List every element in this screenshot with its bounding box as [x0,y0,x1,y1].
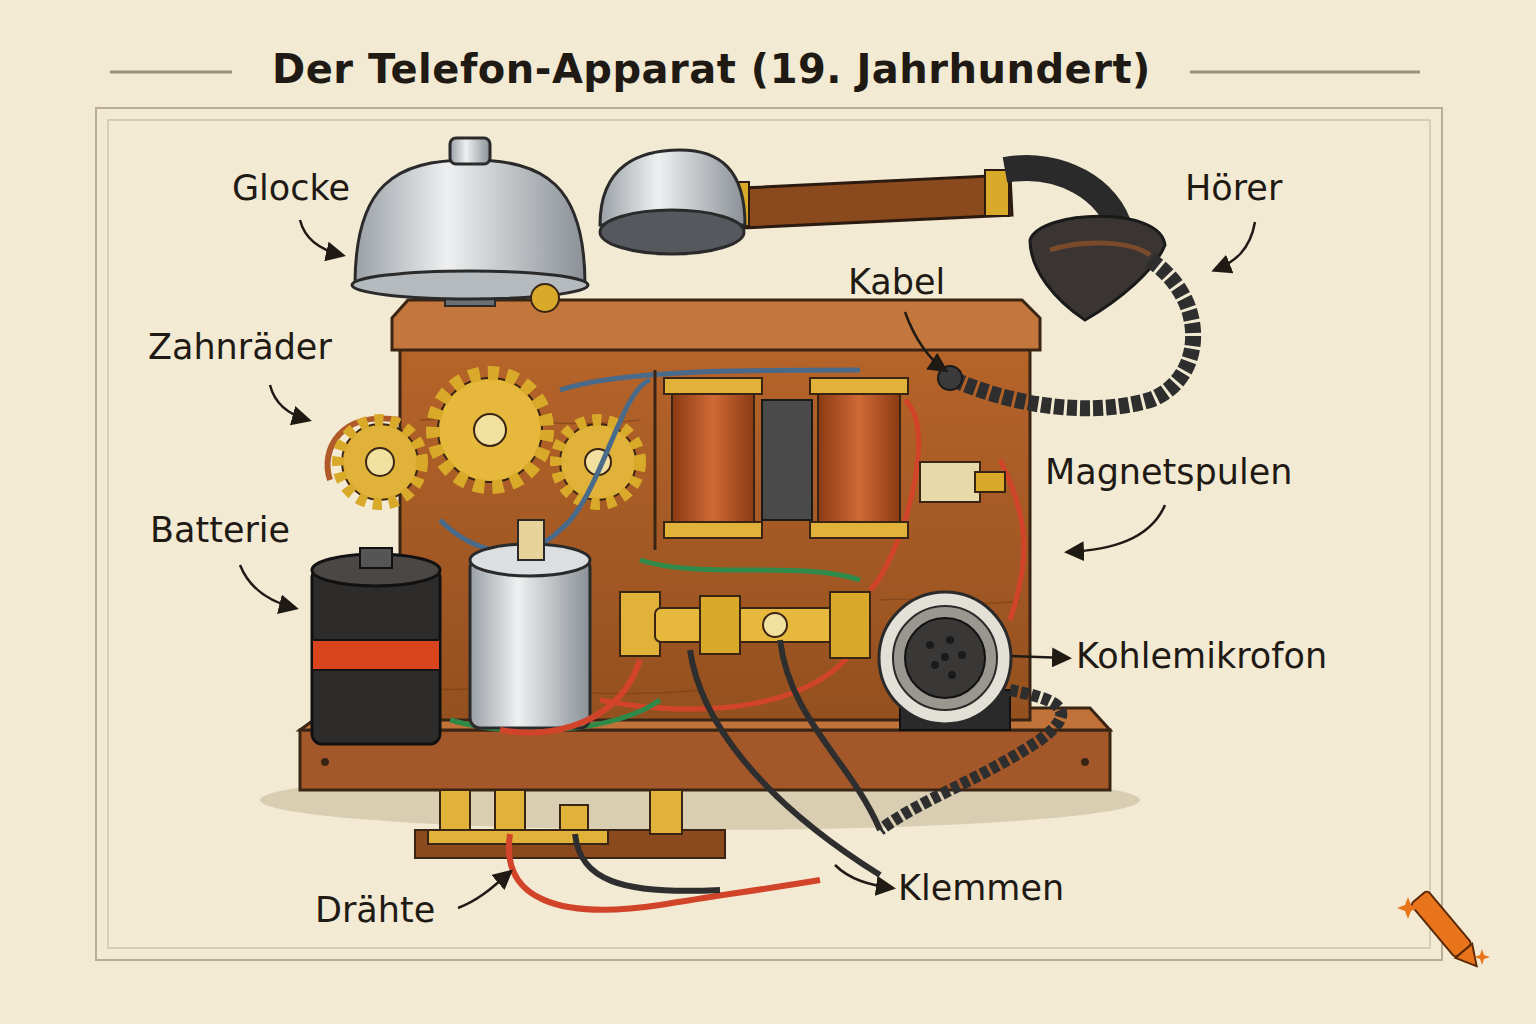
part-label: Drähte [315,890,435,930]
part-label: Kohlemikrofon [1076,636,1327,676]
part-label: Batterie [150,510,290,550]
part-label: Klemmen [898,868,1064,908]
part-label: Kabel [848,262,945,302]
title: Der Telefon-Apparat (19. Jahrhundert) [272,46,1151,92]
part-label: Magnetspulen [1045,452,1292,492]
part-label: Zahnräder [148,327,332,367]
part-label: Hörer [1185,168,1282,208]
leader-line [240,220,1255,908]
part-label: Glocke [232,168,350,208]
